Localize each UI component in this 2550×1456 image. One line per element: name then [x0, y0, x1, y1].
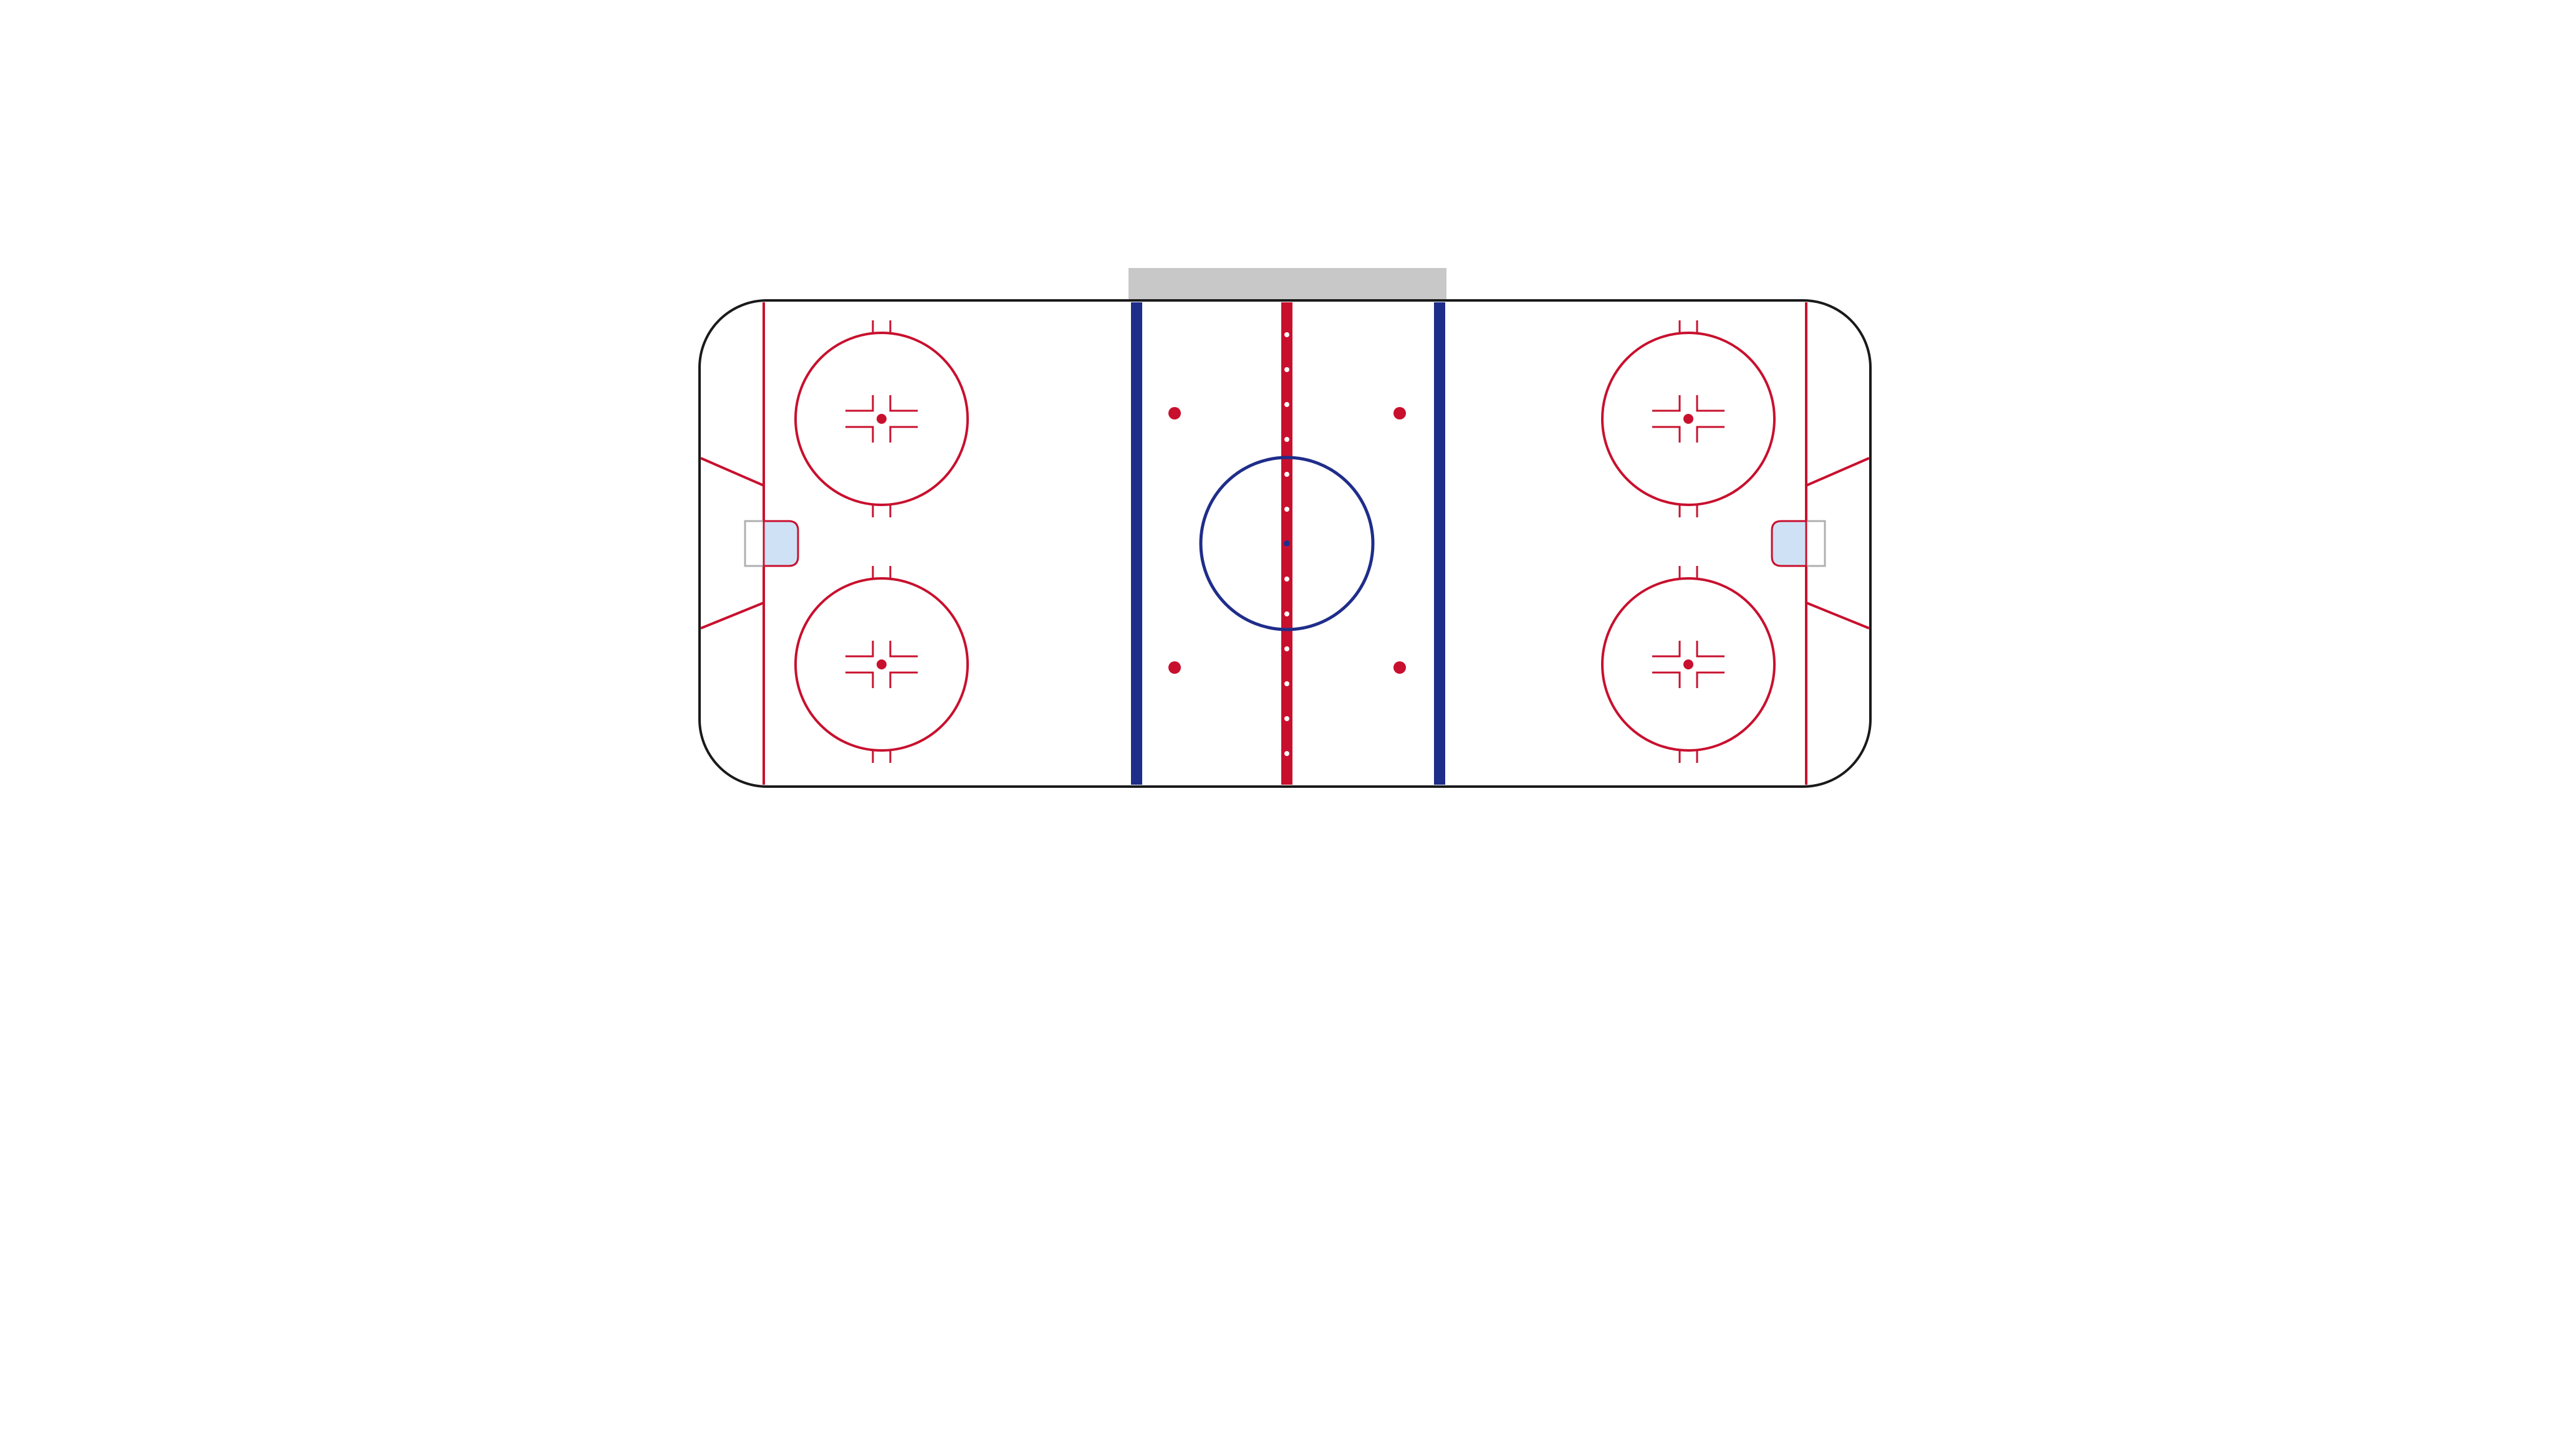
faceoff-l-marking: [1696, 641, 1725, 658]
left-trapezoid-bottom: [700, 601, 764, 630]
center-line-dot: [1284, 611, 1289, 616]
end-zone-faceoff-circle: [1601, 577, 1776, 752]
center-faceoff-dot: [1284, 540, 1290, 547]
center-line-dot: [1284, 507, 1289, 512]
end-zone-faceoff-circle: [1601, 332, 1776, 506]
faceoff-l-marking: [1652, 395, 1681, 412]
end-zone-faceoff-circle: [794, 332, 969, 506]
neutral-zone-dot: [1168, 661, 1181, 674]
right-trapezoid-top: [1806, 457, 1870, 487]
right-net: [1805, 520, 1826, 567]
faceoff-dot: [1683, 414, 1693, 424]
left-blue-line: [1131, 302, 1142, 785]
faceoff-l-marking: [1652, 426, 1681, 443]
center-faceoff-circle: [1199, 456, 1375, 631]
center-line-dot: [1284, 367, 1289, 372]
faceoff-l-marking: [845, 426, 874, 443]
faceoff-l-marking: [1696, 426, 1725, 443]
left-net: [744, 520, 765, 567]
neutral-zone-dot: [1393, 407, 1406, 419]
faceoff-l-marking: [1652, 641, 1681, 658]
faceoff-l-marking: [889, 641, 918, 658]
right-trapezoid-bottom: [1806, 601, 1870, 630]
end-zone-faceoff-circle: [794, 577, 969, 752]
faceoff-l-marking: [1696, 671, 1725, 688]
faceoff-l-marking: [889, 426, 918, 443]
player-bench: [1128, 268, 1446, 300]
center-line-dot: [1284, 402, 1289, 407]
center-line-dot: [1284, 472, 1289, 477]
center-line-dot: [1284, 646, 1289, 651]
right-goal-crease: [1771, 520, 1807, 567]
faceoff-dot: [877, 659, 887, 669]
neutral-zone-dot: [1168, 407, 1181, 419]
left-goal-crease: [763, 520, 799, 567]
center-line-dot: [1284, 681, 1289, 686]
faceoff-l-marking: [845, 395, 874, 412]
faceoff-dot: [1683, 659, 1693, 669]
center-line-dot: [1284, 437, 1289, 442]
faceoff-l-marking: [889, 671, 918, 688]
center-line-dot: [1284, 577, 1289, 582]
faceoff-l-marking: [845, 641, 874, 658]
end-zone-faceoff-circles: [794, 320, 1776, 763]
center-line-dot: [1284, 716, 1289, 721]
center-line-dot: [1284, 332, 1289, 337]
faceoff-l-marking: [1652, 671, 1681, 688]
left-trapezoid-top: [700, 457, 764, 487]
faceoff-l-marking: [1696, 395, 1725, 412]
neutral-zone-dot: [1393, 661, 1406, 674]
center-line-dot: [1284, 751, 1289, 756]
faceoff-dot: [877, 414, 887, 424]
faceoff-l-marking: [889, 395, 918, 412]
right-blue-line: [1434, 302, 1445, 785]
faceoff-l-marking: [845, 671, 874, 688]
